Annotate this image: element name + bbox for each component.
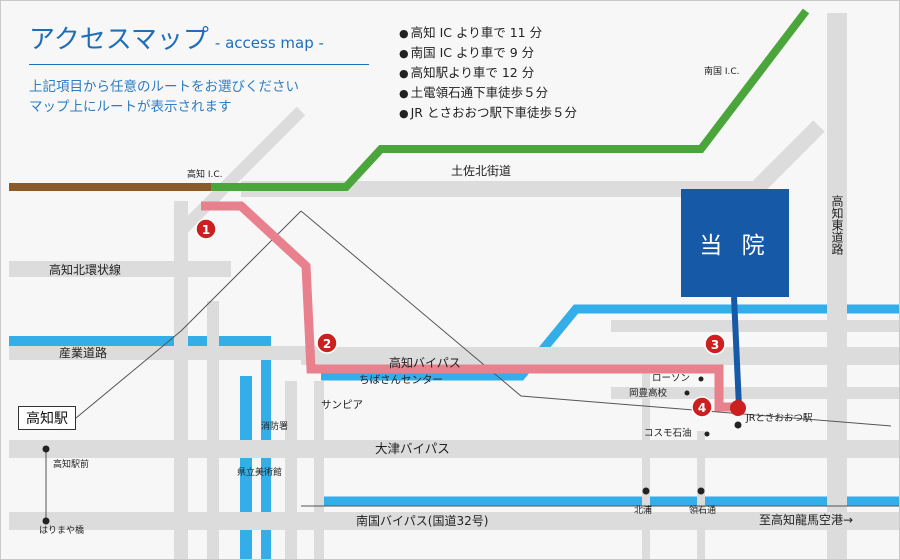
bullet-icon: ●: [399, 107, 409, 120]
svg-text:4: 4: [698, 401, 706, 415]
svg-text:1: 1: [202, 223, 210, 237]
label-art-museum: 県立美術館: [237, 466, 282, 478]
clinic-callout: 当 院: [681, 189, 789, 297]
label-sangyo-doro: 産業道路: [59, 345, 107, 360]
title-divider: [29, 64, 369, 65]
bullet-icon: ●: [399, 67, 409, 80]
stop-dot-ryoseki: [697, 487, 705, 495]
svg-text:2: 2: [323, 337, 331, 351]
expressway-kochi: [211, 8, 810, 191]
route-option-1[interactable]: ●高知 IC より車で 11 分: [399, 25, 543, 40]
road-tosa-kita-kaido: [241, 120, 825, 197]
label-chiba-center: ちばさんセンター: [359, 374, 443, 386]
instruction-line-1: 上記項目から任意のルートをお選びください: [29, 79, 299, 95]
route-list: ●高知 IC より車で 11 分 ●南国 IC より車で 9 分 ●高知駅より車…: [399, 23, 577, 123]
svg-text:3: 3: [711, 338, 719, 352]
label-kochi-kita-kanjo: 高知北環状線: [49, 262, 121, 277]
railway-line: [75, 210, 302, 419]
stop-dot-harimaya: [42, 517, 50, 525]
route-marker-3[interactable]: 3: [704, 333, 726, 355]
okou-dot: [684, 390, 690, 396]
label-nankoku-ic: 南国 I.C.: [704, 65, 740, 77]
lawson-dot: [698, 376, 704, 382]
label-tosa-kita-kaido: 土佐北街道: [451, 164, 511, 178]
label-sunpia: サンピア: [321, 399, 363, 411]
page-title: アクセスマップ - access map -: [29, 19, 324, 56]
label-to-airport: 至高知龍馬空港→: [759, 512, 853, 527]
label-kochi-higashi: 高知東道路: [830, 194, 844, 256]
label-okou-high: 岡豊高校: [629, 387, 668, 399]
stop-dot-kitaura: [642, 487, 650, 495]
route-option-3[interactable]: ●高知駅より車で 12 分: [399, 65, 535, 80]
label-otsu-bypass: 大津バイパス: [375, 441, 450, 456]
route-marker-4[interactable]: 4: [691, 396, 713, 418]
bullet-icon: ●: [399, 27, 409, 40]
label-cosmo: コスモ石油: [644, 427, 692, 439]
route-option-4[interactable]: ●土電領石通下車徒歩５分: [399, 85, 549, 100]
bullet-icon: ●: [399, 87, 409, 100]
road-diagonal: [176, 106, 306, 236]
label-harimaya: はりまや橋: [39, 524, 84, 536]
instruction-line-2: マップ上にルートが表示されます: [29, 99, 232, 115]
route-marker-2[interactable]: 2: [316, 332, 338, 354]
label-kochi-bypass: 高知バイパス: [389, 355, 461, 370]
label-nankoku-bypass: 南国バイパス(国道32号): [356, 513, 488, 528]
stop-dot-kochi-ekimae: [42, 445, 50, 453]
jr-station-dot: [734, 421, 742, 429]
route-option-2[interactable]: ●南国 IC より車で 9 分: [399, 45, 535, 60]
label-ryoseki: 領石通: [689, 504, 716, 516]
label-kitaura: 北浦: [634, 504, 652, 516]
label-fire-station: 消防署: [261, 420, 288, 432]
route-marker-1[interactable]: 1: [195, 218, 217, 240]
label-lawson: ローソン: [652, 373, 690, 384]
title-main: アクセスマップ: [29, 25, 209, 55]
route-option-5[interactable]: ●JR とさおおつ駅下車徒歩５分: [399, 105, 577, 120]
label-kochi-ekimae: 高知駅前: [53, 458, 89, 470]
bullet-icon: ●: [399, 47, 409, 60]
clinic-location-dot: [730, 400, 746, 416]
clinic-pointer: [731, 296, 742, 408]
label-kochi-ic: 高知 I.C.: [187, 168, 223, 180]
instruction-text: 上記項目から任意のルートをお選びください マップ上にルートが表示されます: [29, 77, 299, 117]
cosmo-dot: [704, 431, 710, 437]
river-west: [9, 336, 271, 559]
route-highlight: [201, 201, 739, 412]
title-sub: - access map -: [214, 34, 324, 52]
railway-east: [300, 210, 892, 427]
label-jr-station: JRとさおおつ駅: [745, 413, 813, 424]
kochi-station-box: 高知駅: [18, 406, 76, 430]
